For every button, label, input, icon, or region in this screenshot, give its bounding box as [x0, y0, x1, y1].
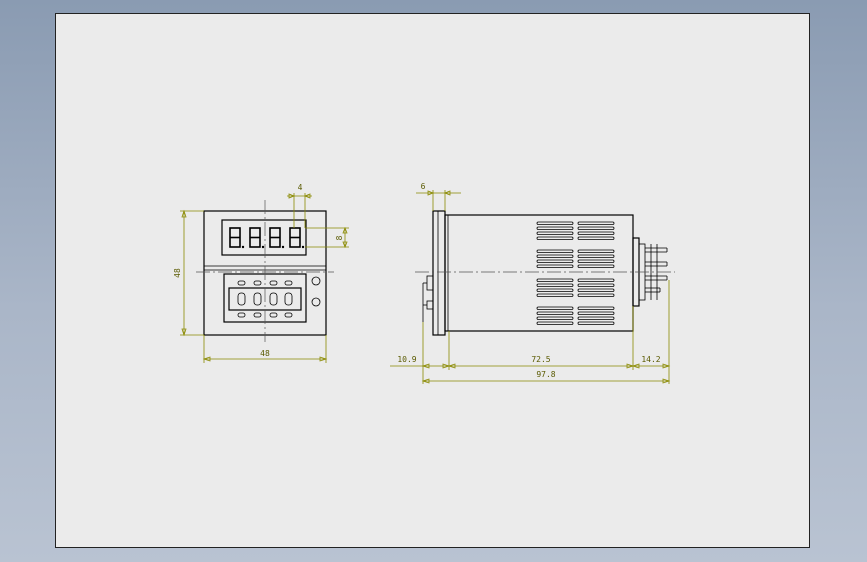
digit-pitch-label: 4 [298, 183, 303, 192]
left-segment-label: 10.9 [397, 355, 416, 364]
rear-socket [632, 237, 668, 307]
front-clips [422, 275, 434, 322]
body-segment-label: 72.5 [531, 355, 550, 364]
segment-dimensions: 10.9 72.5 14.2 [390, 280, 671, 384]
digit-1 [229, 227, 245, 249]
front-height-dimension: 48 [173, 209, 204, 337]
digit-height-label: 8 [335, 235, 344, 240]
display-digits [229, 227, 305, 249]
vent-group-1 [536, 221, 615, 240]
display-window [221, 219, 307, 256]
front-height-label: 48 [173, 268, 182, 278]
round-button-bottom [311, 297, 321, 307]
bottom-buttons [237, 312, 293, 318]
digit-height-dimension: 8 [305, 226, 349, 249]
overall-label: 97.8 [536, 370, 555, 379]
front-view: 48 48 4 8 [173, 183, 349, 363]
digit-switches [237, 292, 293, 306]
vent-slots [536, 221, 615, 325]
top-buttons [237, 280, 293, 286]
right-segment-label: 14.2 [641, 355, 660, 364]
digit-pitch-dimension: 4 [287, 183, 312, 228]
front-width-label: 48 [260, 349, 270, 358]
vent-group-3 [536, 278, 615, 297]
bezel-dimension: 6 [416, 182, 461, 211]
round-button-top [311, 276, 321, 286]
front-width-dimension: 48 [202, 335, 328, 363]
overall-dimension: 97.8 [421, 370, 671, 384]
vent-group-2 [536, 249, 615, 268]
bezel-label: 6 [421, 182, 426, 191]
digit-2 [249, 227, 265, 249]
vent-group-4 [536, 306, 615, 325]
digit-3 [269, 227, 285, 249]
side-bezel [432, 210, 446, 336]
side-view: 6 10.9 72.5 14.2 97.8 [390, 182, 675, 384]
digit-4 [289, 227, 305, 249]
